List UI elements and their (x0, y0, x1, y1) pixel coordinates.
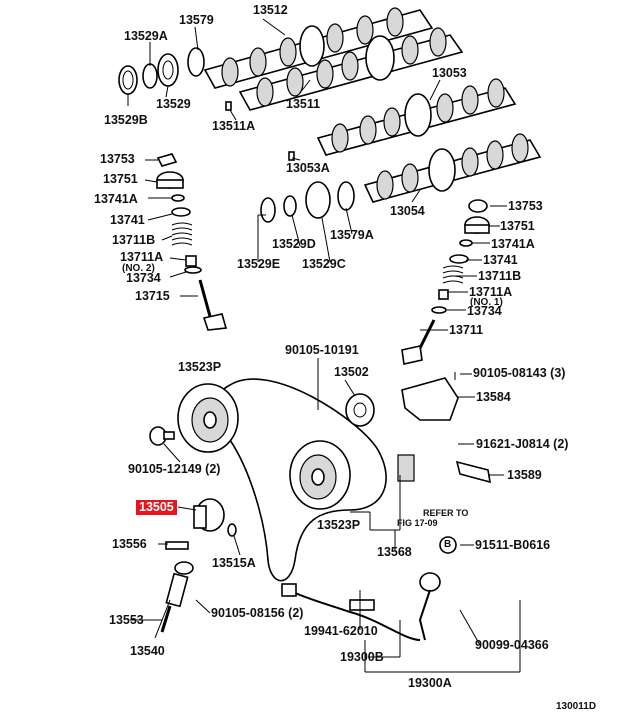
label-13529D[interactable]: 13529D (272, 237, 316, 251)
ring-13529D[interactable] (283, 195, 297, 217)
label-13711B-right[interactable]: 13711B (478, 269, 522, 283)
valve-train-left (156, 153, 228, 331)
label-13502[interactable]: 13502 (334, 365, 369, 379)
label-13579[interactable]: 13579 (179, 13, 214, 27)
label-90105-08156[interactable]: 90105-08156 (2) (211, 606, 304, 620)
label-19300B[interactable]: 19300B (340, 650, 384, 664)
ring-13529A[interactable] (142, 63, 158, 89)
camshaft-13511[interactable] (238, 27, 464, 111)
bolt-13556[interactable] (165, 541, 189, 550)
label-91621-J0814[interactable]: 91621-J0814 (2) (476, 437, 569, 451)
label-90099-04366[interactable]: 90099-04366 (475, 638, 549, 652)
bracket-13584[interactable] (401, 372, 459, 421)
label-90105-08143[interactable]: 90105-08143 (3) (473, 366, 566, 380)
label-13741A-right[interactable]: 13741A (491, 237, 535, 251)
seal-13529B[interactable] (118, 65, 138, 95)
camshaft-13512[interactable] (203, 7, 434, 89)
diagram-id: 130011D (556, 701, 597, 712)
label-13511[interactable]: 13511 (286, 97, 321, 111)
label-13529C[interactable]: 13529C (302, 257, 346, 271)
ring-13529E[interactable] (260, 197, 276, 223)
label-13556[interactable]: 13556 (112, 537, 147, 551)
label-fig-17-09[interactable]: FIG 17-09 (397, 518, 438, 528)
label-refer-to: REFER TO (423, 508, 469, 518)
cover-13589[interactable] (455, 460, 491, 484)
label-13711A-left[interactable]: 13711A (120, 250, 164, 264)
pin-13511A[interactable] (225, 101, 232, 111)
idler-13502[interactable] (345, 393, 375, 427)
ring-13515A[interactable] (227, 523, 237, 537)
label-13512[interactable]: 13512 (253, 3, 288, 17)
label-13711[interactable]: 13711 (449, 323, 484, 337)
camshaft-13053[interactable] (316, 78, 517, 156)
label-13523P-top[interactable]: 13523P (178, 360, 222, 374)
camshaft-13054[interactable] (363, 133, 542, 203)
label-13553[interactable]: 13553 (109, 613, 144, 627)
label-13529B[interactable]: 13529B (104, 113, 148, 127)
callout-b-circle (439, 536, 457, 554)
label-13515A[interactable]: 13515A (212, 556, 256, 570)
label-13568[interactable]: 13568 (377, 545, 412, 559)
label-13529E[interactable]: 13529E (237, 257, 281, 271)
label-13505-highlighted[interactable]: 13505 (136, 500, 177, 515)
label-13711A-right[interactable]: 13711A (469, 285, 513, 299)
label-13715[interactable]: 13715 (135, 289, 170, 303)
label-90105-10191[interactable]: 90105-10191 (285, 343, 359, 357)
label-no1: (NO. 1) (470, 297, 503, 308)
label-13529A[interactable]: 13529A (124, 29, 168, 43)
label-13751-right[interactable]: 13751 (500, 219, 535, 233)
label-13753-right[interactable]: 13753 (508, 199, 543, 213)
label-13053[interactable]: 13053 (432, 66, 467, 80)
leader-lines (127, 18, 521, 673)
gear-13529[interactable] (157, 53, 179, 87)
label-19941-62010[interactable]: 19941-62010 (304, 624, 378, 638)
label-91511-B0616[interactable]: 91511-B0616 (475, 538, 551, 552)
label-13753-left[interactable]: 13753 (100, 152, 135, 166)
label-13751-left[interactable]: 13751 (103, 172, 138, 186)
label-13053A[interactable]: 13053A (286, 161, 330, 175)
ring-13579[interactable] (187, 47, 205, 77)
tensioner-13505[interactable] (193, 498, 225, 532)
label-90105-12149[interactable]: 90105-12149 (2) (128, 462, 221, 476)
label-13529[interactable]: 13529 (156, 97, 191, 111)
pin-13053A[interactable] (288, 151, 295, 161)
bolt-90105-12149[interactable] (149, 426, 175, 446)
label-13734-right[interactable]: 13734 (467, 304, 502, 318)
label-13741-right[interactable]: 13741 (483, 253, 518, 267)
label-13579A[interactable]: 13579A (330, 228, 374, 242)
valve-train-right (401, 199, 490, 365)
label-13511A[interactable]: 13511A (212, 119, 256, 133)
rod-13540[interactable] (160, 561, 194, 633)
sensor-19941[interactable] (281, 572, 441, 641)
label-13741A-left[interactable]: 13741A (94, 192, 138, 206)
pulley-13523P-top[interactable] (177, 383, 239, 453)
label-13054[interactable]: 13054 (390, 204, 425, 218)
label-13734-left[interactable]: 13734 (126, 271, 161, 285)
label-13584[interactable]: 13584 (476, 390, 511, 404)
label-19300A[interactable]: 19300A (408, 676, 452, 690)
label-13711B-left[interactable]: 13711B (112, 233, 156, 247)
gear-13529C[interactable] (305, 181, 331, 219)
callout-b: B (444, 539, 452, 550)
ring-13579A[interactable] (337, 181, 355, 211)
label-13589[interactable]: 13589 (507, 468, 542, 482)
label-no2: (NO. 2) (122, 263, 155, 274)
label-13741-left[interactable]: 13741 (110, 213, 145, 227)
pulley-13523P-bottom[interactable] (289, 440, 351, 510)
refer-part (397, 454, 415, 482)
label-13540[interactable]: 13540 (130, 644, 165, 658)
label-13523P-bottom[interactable]: 13523P (317, 518, 361, 532)
